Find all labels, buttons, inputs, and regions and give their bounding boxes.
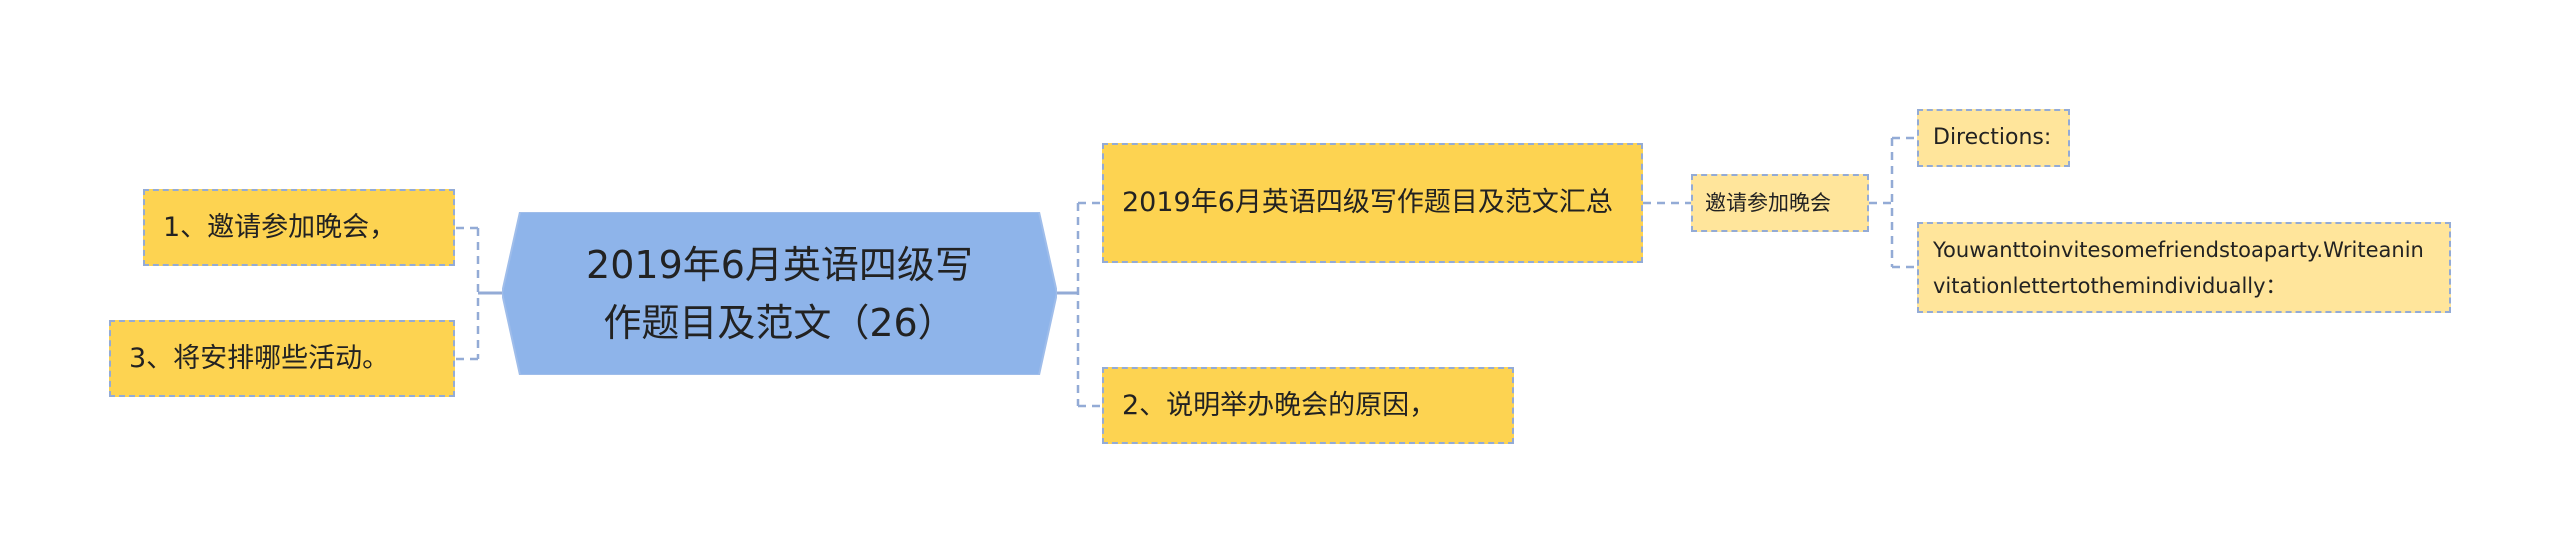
topic-invite-party[interactable]: 1、邀请参加晚会， (143, 189, 455, 266)
topic-label: 3、将安排哪些活动。 (129, 342, 390, 374)
subtopic-label: Youwanttoinvitesomefriendstoaparty.Write… (1933, 237, 2424, 298)
topic-label: 1、邀请参加晚会， (163, 211, 397, 243)
subtopic-instructions[interactable]: Youwanttoinvitesomefriendstoaparty.Write… (1917, 222, 2451, 313)
root-shape (502, 212, 1057, 375)
topic-summary[interactable]: 2019年6月英语四级写作题目及范文汇总 (1102, 143, 1643, 263)
subtopic-directions[interactable]: Directions: (1917, 109, 2070, 167)
subtopic-label: Directions: (1933, 125, 2052, 150)
subtopic-label: 邀请参加晚会 (1705, 191, 1831, 215)
root-topic[interactable]: 2019年6月英语四级写作题目及范文（26） (502, 212, 1057, 375)
topic-activities[interactable]: 3、将安排哪些活动。 (109, 320, 455, 397)
topic-reason[interactable]: 2、说明举办晚会的原因， (1102, 367, 1514, 444)
topic-label: 2019年6月英语四级写作题目及范文汇总 (1122, 187, 1613, 218)
subtopic-invite[interactable]: 邀请参加晚会 (1691, 174, 1869, 232)
root-label: 2019年6月英语四级写作题目及范文（26） (586, 242, 973, 345)
topic-label: 2、说明举办晚会的原因， (1122, 389, 1437, 421)
